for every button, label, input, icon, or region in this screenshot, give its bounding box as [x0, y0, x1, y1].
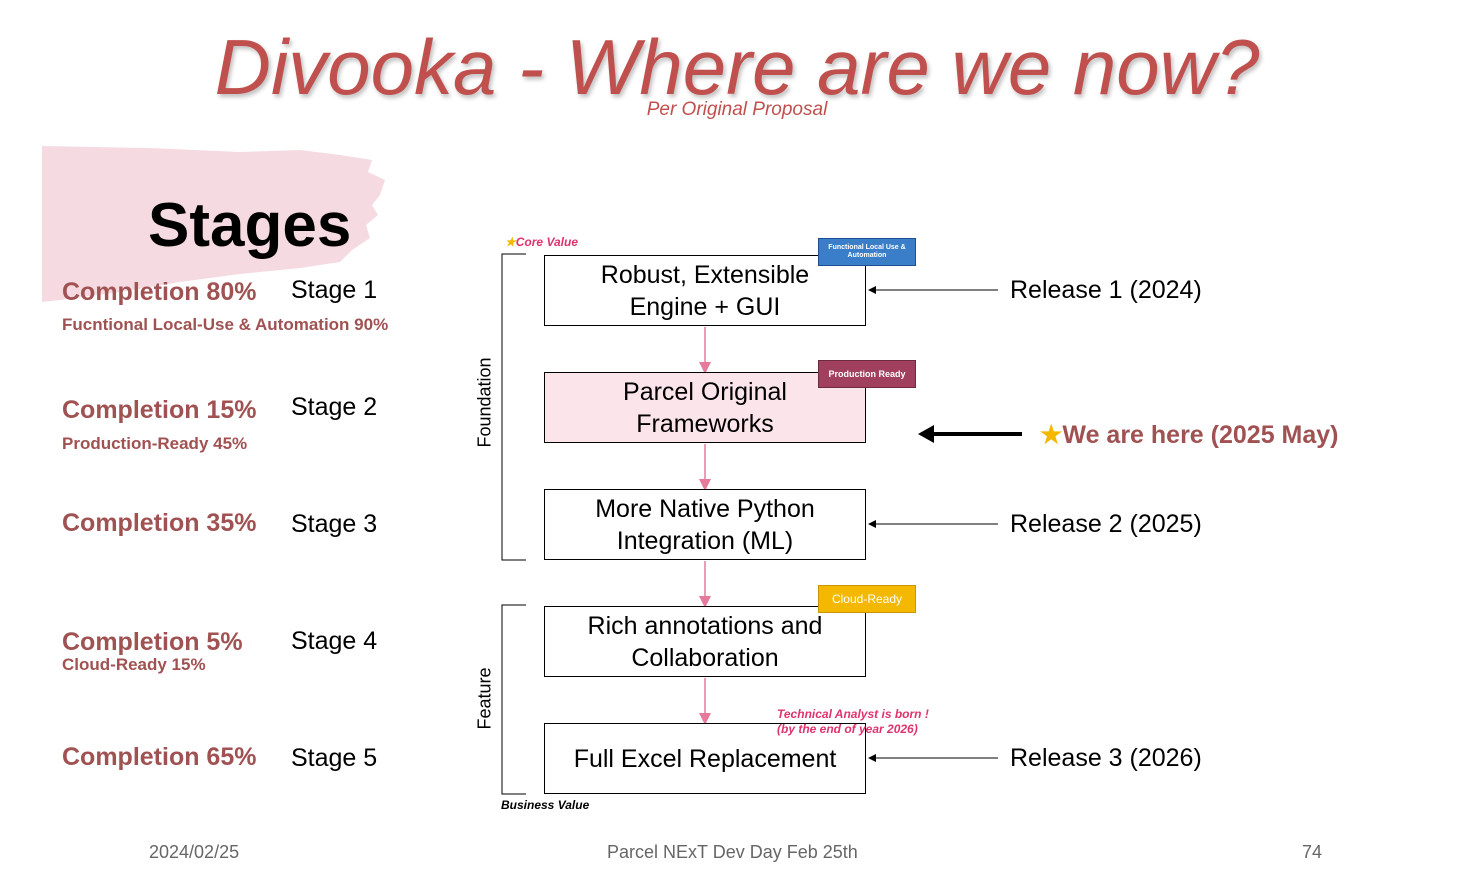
- stage4-note: Cloud-Ready 15%: [62, 655, 206, 674]
- release-1-label: Release 1 (2024): [1010, 276, 1202, 304]
- stage1-completion: Completion 80%: [62, 278, 257, 306]
- stage5-completion: Completion 65%: [62, 743, 257, 771]
- release-2-label: Release 2 (2025): [1010, 510, 1202, 538]
- stage4-label: Stage 4: [291, 627, 378, 655]
- slide-title: Divooka - Where are we now?: [214, 23, 1260, 111]
- stage2-completion: Completion 15%: [62, 396, 257, 424]
- stage5-label: Stage 5: [291, 744, 378, 772]
- flow-box-excel-replacement: Full Excel Replacement: [544, 723, 866, 794]
- slide-subtitle: Per Original Proposal: [646, 99, 828, 120]
- stage3-completion: Completion 35%: [62, 509, 257, 537]
- core-value-label: ★Core Value: [505, 235, 579, 249]
- stage4-completion: Completion 5%: [62, 628, 243, 656]
- stages-heading: Stages: [148, 191, 352, 260]
- stage1-label: Stage 1: [291, 276, 378, 304]
- we-are-here-label: ★We are here (2025 May): [1040, 421, 1339, 449]
- feature-bracket: [501, 604, 526, 795]
- badge-production-ready: Production Ready: [818, 360, 916, 388]
- business-value-label: Business Value: [501, 798, 590, 812]
- feature-label: Feature: [474, 667, 495, 730]
- foundation-label: Foundation: [474, 357, 495, 448]
- stage3-label: Stage 3: [291, 510, 378, 538]
- release-3-label: Release 3 (2026): [1010, 744, 1202, 772]
- stage1-note: Fucntional Local-Use & Automation 90%: [62, 315, 389, 334]
- footer-date: 2024/02/25: [149, 842, 240, 862]
- footer-page-number: 74: [1302, 842, 1323, 862]
- star-icon: ★: [1040, 421, 1063, 449]
- badge-functional: Functional Local Use & Automation: [818, 238, 916, 266]
- footer-event: Parcel NExT Dev Day Feb 25th: [607, 842, 858, 862]
- badge-cloud-ready: Cloud-Ready: [818, 585, 916, 613]
- stage2-label: Stage 2: [291, 393, 378, 421]
- stage2-note: Production-Ready 45%: [62, 434, 248, 453]
- star-icon: ★: [505, 235, 516, 249]
- technical-analyst-note: Technical Analyst is born ! (by the end …: [777, 707, 929, 736]
- foundation-bracket: [501, 253, 526, 561]
